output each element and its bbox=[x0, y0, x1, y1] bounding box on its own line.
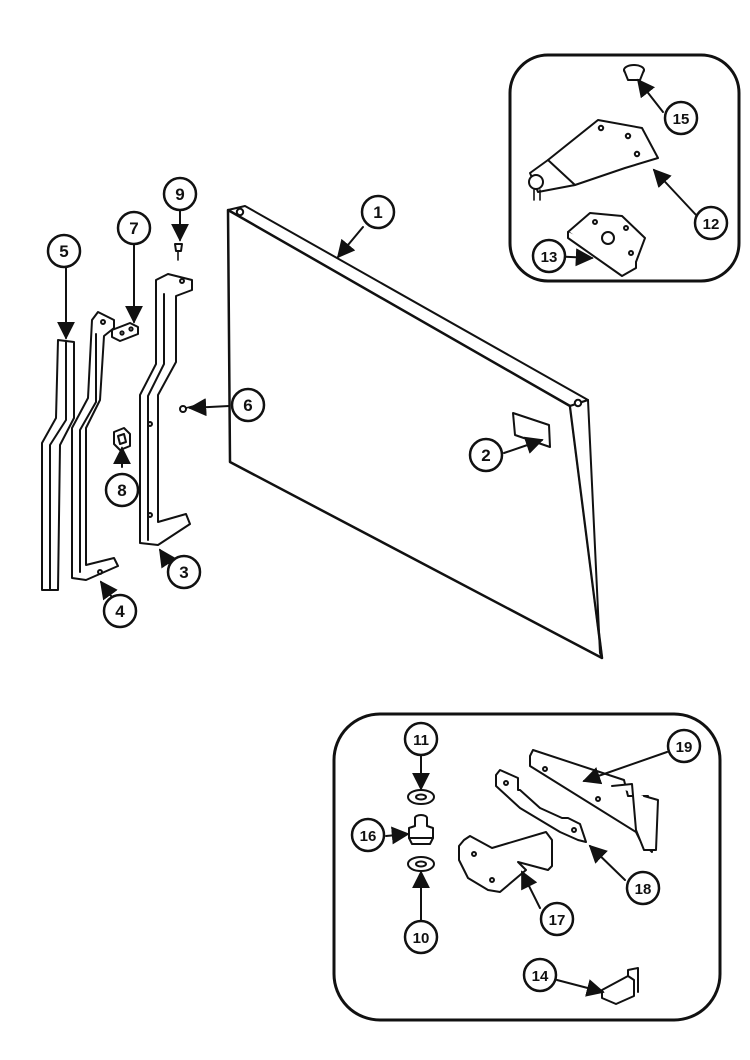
callout-circle bbox=[625, 870, 661, 906]
door-panel bbox=[226, 205, 604, 660]
hinge-bracket-14 bbox=[601, 967, 639, 1005]
handle-bracket-right bbox=[139, 273, 193, 546]
callout-circle bbox=[539, 901, 575, 937]
callout-label: 13 bbox=[541, 249, 558, 266]
callout-circle bbox=[230, 387, 266, 423]
callout-10: 10 bbox=[403, 919, 439, 955]
callout-17: 17 bbox=[539, 901, 575, 937]
callout-circle bbox=[403, 721, 439, 757]
callout-label: 18 bbox=[635, 881, 652, 898]
callout-label: 4 bbox=[115, 602, 125, 621]
callout-12: 12 bbox=[693, 205, 729, 241]
callout-5: 5 bbox=[46, 233, 82, 269]
door-handle bbox=[41, 339, 75, 591]
callout-4: 4 bbox=[102, 593, 138, 629]
bracket-clip bbox=[111, 322, 139, 342]
callout-label: 15 bbox=[673, 111, 690, 128]
callout-14: 14 bbox=[522, 957, 558, 993]
callout-circle bbox=[162, 176, 198, 212]
hinge-plate-lower bbox=[567, 212, 646, 277]
handle-bracket-left bbox=[71, 311, 119, 581]
callout-circle bbox=[46, 233, 82, 269]
callout-circle bbox=[102, 593, 138, 629]
screw-top bbox=[174, 243, 183, 261]
callout-circle bbox=[104, 472, 140, 508]
callout-label: 12 bbox=[703, 216, 720, 233]
callout-13: 13 bbox=[531, 238, 567, 274]
leader-lines bbox=[57, 78, 698, 997]
washer-upper bbox=[407, 789, 435, 805]
hinge-cap bbox=[623, 64, 645, 81]
plastic-spacer bbox=[113, 427, 131, 451]
callout-11: 11 bbox=[403, 721, 439, 757]
callout-circle bbox=[403, 919, 439, 955]
callout-circle bbox=[360, 194, 396, 230]
callout-9: 9 bbox=[162, 176, 198, 212]
callout-label: 8 bbox=[117, 481, 126, 500]
callout-label: 9 bbox=[175, 185, 184, 204]
callout-circle bbox=[350, 817, 386, 853]
callout-circle bbox=[468, 437, 504, 473]
callout-circle bbox=[531, 238, 567, 274]
callout-circle bbox=[663, 100, 699, 136]
callout-label: 1 bbox=[373, 203, 382, 222]
callout-15: 15 bbox=[663, 100, 699, 136]
callout-label: 7 bbox=[129, 219, 138, 238]
hinge-bracket-17 bbox=[458, 831, 553, 893]
callout-circle bbox=[116, 210, 152, 246]
callout-3: 3 bbox=[166, 554, 202, 590]
callout-6: 6 bbox=[230, 387, 266, 423]
callout-label: 10 bbox=[413, 930, 430, 947]
callout-2: 2 bbox=[468, 437, 504, 473]
callout-18: 18 bbox=[625, 870, 661, 906]
hinge-plate-upper bbox=[528, 119, 659, 201]
callout-16: 16 bbox=[350, 817, 386, 853]
callout-circle bbox=[666, 728, 702, 764]
callout-label: 2 bbox=[481, 446, 490, 465]
callout-circle bbox=[693, 205, 729, 241]
callout-circle bbox=[166, 554, 202, 590]
callout-circle bbox=[522, 957, 558, 993]
callout-label: 16 bbox=[360, 828, 377, 845]
callout-19: 19 bbox=[666, 728, 702, 764]
callout-label: 11 bbox=[413, 732, 429, 749]
callout-label: 17 bbox=[549, 912, 566, 929]
callout-label: 3 bbox=[179, 563, 188, 582]
callout-8: 8 bbox=[104, 472, 140, 508]
callout-7: 7 bbox=[116, 210, 152, 246]
washer-lower bbox=[407, 856, 435, 872]
callout-label: 6 bbox=[243, 396, 252, 415]
hinge-bracket-18 bbox=[495, 769, 587, 843]
callout-label: 5 bbox=[59, 242, 68, 261]
callout-label: 19 bbox=[676, 739, 693, 756]
hinge-bracket-19 bbox=[529, 749, 659, 853]
hinge-pin bbox=[408, 814, 434, 845]
callout-label: 14 bbox=[532, 968, 549, 985]
callout-1: 1 bbox=[360, 194, 396, 230]
